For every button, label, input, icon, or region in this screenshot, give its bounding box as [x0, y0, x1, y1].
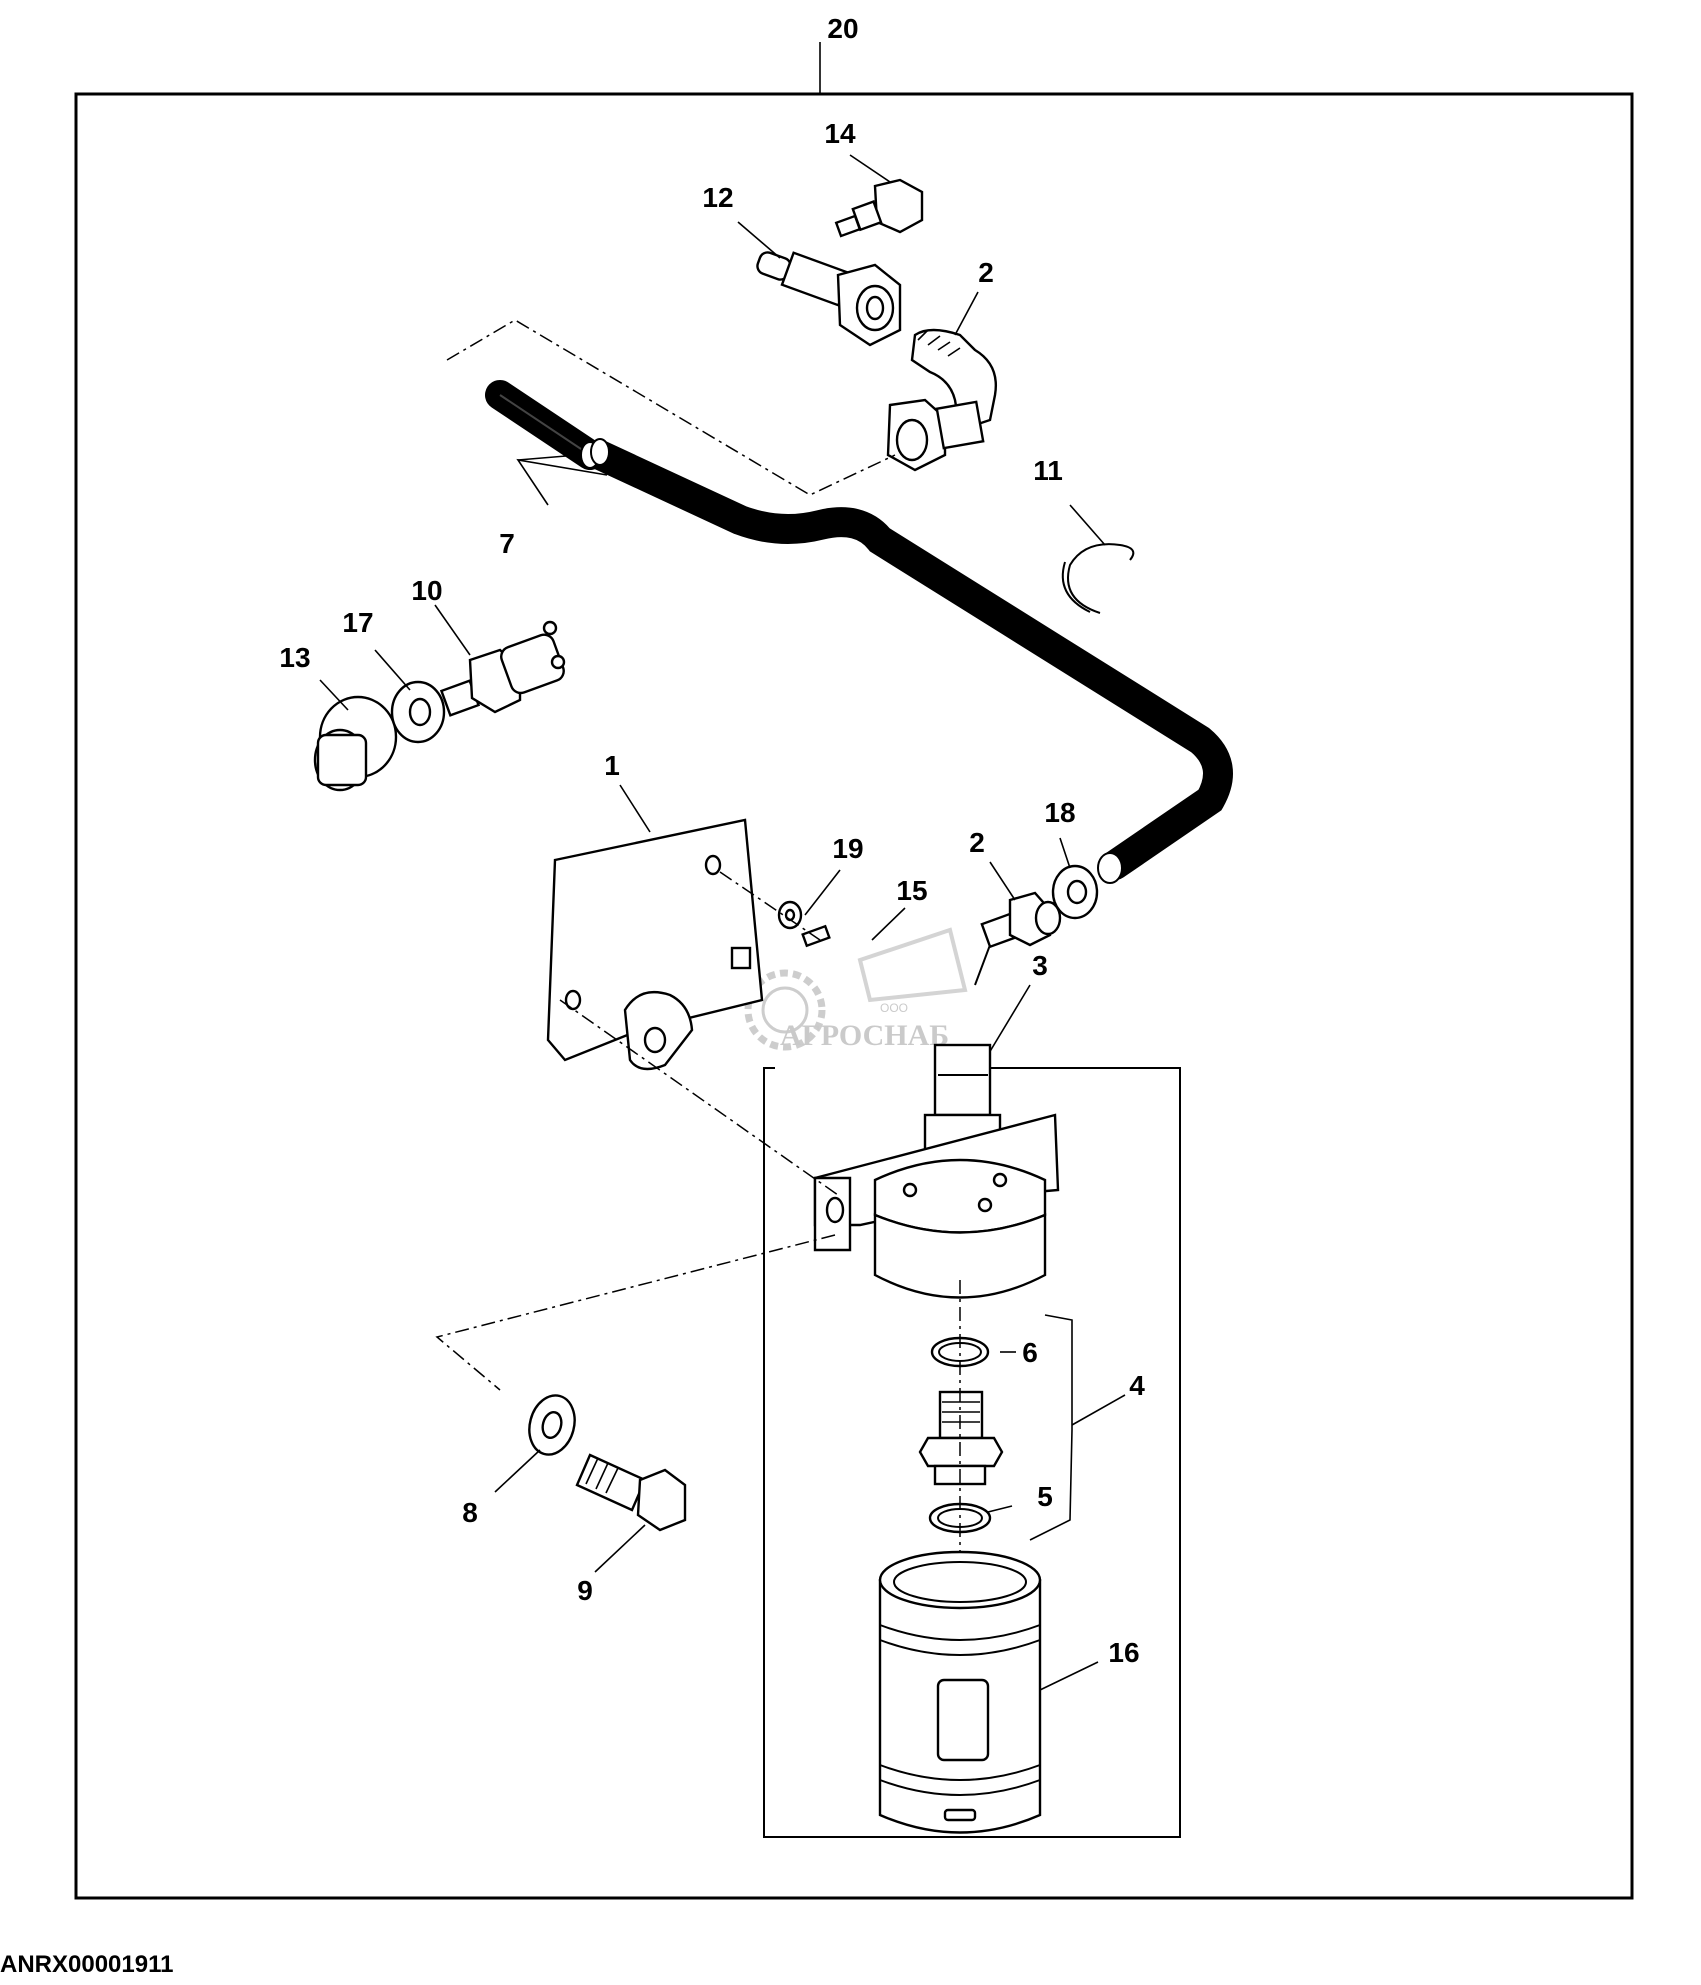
sensor-part [439, 620, 566, 717]
elbow-fitting-upper-part [886, 328, 997, 472]
callout-16: 17 [342, 607, 373, 638]
bleed-screw-part [834, 178, 924, 238]
screw-13-part [801, 924, 831, 948]
nipple-part [918, 1390, 1004, 1486]
callout-6: 6 [1022, 1337, 1038, 1368]
callout-13: 15 [896, 875, 927, 906]
callout-11: 12 [702, 182, 733, 213]
washer-16-part [390, 680, 446, 744]
banjo-fitting-part [756, 251, 902, 347]
bolt-15-part [575, 1453, 687, 1532]
washer-19-part [777, 900, 803, 930]
callout-8: 14 [824, 118, 856, 149]
callout-17: 8 [462, 1497, 478, 1528]
callout-19: 19 [832, 833, 863, 864]
callout-4: 4 [1129, 1370, 1145, 1401]
callout-20: 20 [827, 13, 858, 44]
fitting-lower-part [974, 891, 1062, 986]
watermark: ООО АГРОСНАБ [744, 927, 968, 1052]
reference-code: ANRX00001911 [0, 1951, 173, 1978]
watermark-text: АГРОСНАБ [780, 1019, 949, 1052]
callout-12: 13 [279, 642, 310, 673]
callout-10: 11 [1033, 455, 1063, 486]
callout-7: 7 [499, 528, 515, 559]
cap-part [313, 695, 398, 792]
fuel-line-part [485, 380, 1233, 884]
callout-15: 9 [577, 1575, 593, 1606]
assembly-frame [74, 92, 1634, 1900]
callout-2-upper: 2 [978, 257, 994, 288]
hose-clip-part [1061, 543, 1135, 614]
callout-3: 3 [1032, 950, 1048, 981]
watermark-small-text: ООО [880, 1001, 908, 1015]
callout-9: 10 [411, 575, 442, 606]
filter-cartridge-part [878, 1550, 1042, 1834]
mounting-plate-part [546, 818, 764, 1071]
callout-18: 18 [1044, 797, 1075, 828]
washer-17-part [528, 1394, 576, 1456]
callout-5: 5 [1037, 1481, 1053, 1512]
washer-18-part [1051, 864, 1099, 920]
subassembly-frame [763, 1067, 1181, 1838]
filter-head-part [813, 1043, 1060, 1299]
callout-1: 1 [604, 750, 620, 781]
callout-2-lower: 2 [969, 827, 985, 858]
callout-14: 16 [1108, 1637, 1139, 1668]
